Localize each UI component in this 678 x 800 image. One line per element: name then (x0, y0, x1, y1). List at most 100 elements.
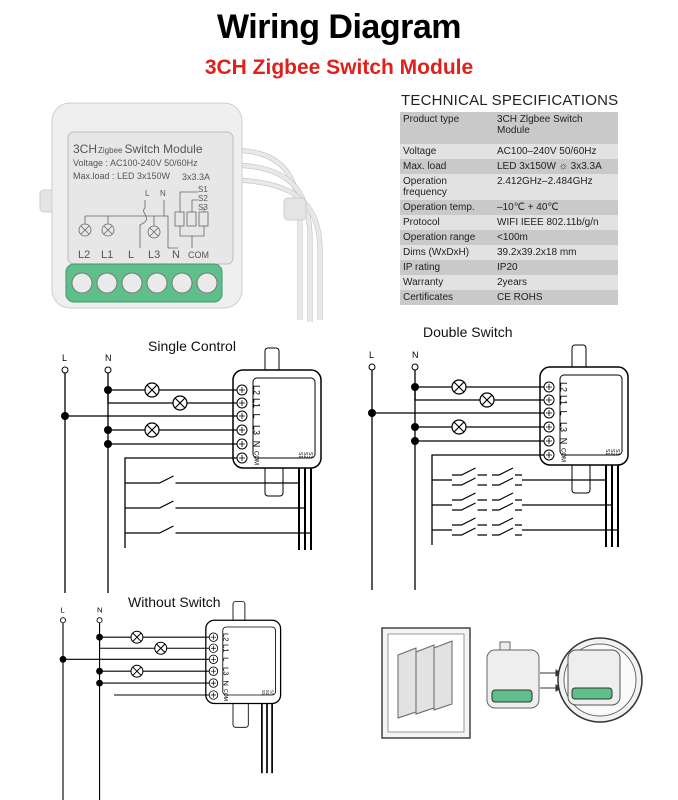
terminal-label: L1 (221, 644, 230, 653)
terminal-label: N (559, 438, 569, 445)
lamp-cross (453, 421, 465, 433)
module-voltage: Voltage : AC100-240V 50/60Hz (73, 158, 198, 168)
module-label-s3: S3 (198, 203, 208, 212)
screw-slot (546, 410, 552, 416)
switch-symbol (452, 527, 487, 536)
module-label-L-top: L (145, 189, 150, 198)
switch-mark: S1 (604, 449, 610, 455)
lamp-cross (156, 643, 166, 653)
wall-box (557, 637, 643, 723)
switch-symbol (452, 477, 487, 486)
terminal-label: L2 (221, 633, 230, 642)
lamp-cross (146, 424, 158, 436)
switch-mark: S3 (614, 449, 620, 455)
switch-symbol (492, 517, 522, 526)
without-switch-title: Without Switch (128, 594, 221, 610)
N-label: N (97, 606, 103, 615)
screw-slot (546, 384, 552, 390)
terminal-label: L (559, 410, 569, 415)
module-terminal-labels: L2 L1 L L3 N COM (78, 249, 209, 261)
spec-heading: TECHNICAL SPECIFICATIONS (401, 92, 619, 109)
switch-symbol (492, 477, 522, 486)
module-inner (559, 374, 623, 456)
screw-slot (210, 656, 217, 662)
spec-row: Operation range<100m (400, 230, 618, 245)
screw-slot (239, 413, 245, 419)
terminal-label: L2 (559, 382, 569, 392)
switch-symbol (145, 500, 190, 509)
lamp-cross (174, 397, 186, 409)
screw-slot (239, 441, 245, 447)
terminal-label: N (252, 441, 262, 448)
svg-text:N: N (172, 249, 180, 261)
mount-tab-right (283, 197, 307, 221)
wire-L1 (98, 637, 210, 649)
lamp-cross (132, 666, 142, 676)
terminal-label: L3 (252, 425, 262, 435)
terminal-screws (71, 272, 218, 294)
screw-slot (546, 424, 552, 430)
terminal-label: L2 (252, 385, 262, 395)
switch-mark: S1 (261, 690, 266, 696)
L-label: L (369, 350, 374, 360)
module-inner (252, 377, 316, 459)
page-subtitle: 3CH Zigbee Switch Module (204, 56, 474, 79)
module-inner (222, 626, 276, 696)
svg-text:L: L (128, 249, 134, 261)
switch-symbol (452, 502, 487, 511)
wire-COM (124, 457, 237, 548)
terminal-label: COM (559, 448, 565, 462)
screw-slot (210, 680, 217, 686)
small-module (486, 641, 540, 709)
terminal-label: L1 (559, 395, 569, 405)
screw-slot (210, 634, 217, 640)
terminal-label: L1 (252, 398, 262, 408)
screw-slot (210, 645, 217, 651)
L-label: L (62, 353, 67, 363)
double-switch-title: Double Switch (423, 324, 513, 340)
switch-symbol (492, 502, 522, 511)
switch-symbol (452, 467, 487, 476)
switch-mark: S1 (297, 452, 303, 458)
svg-text:L3: L3 (148, 249, 160, 261)
spec-row: Operation temp.–10℃ + 40℃ (400, 200, 618, 215)
screw-slot (239, 427, 245, 433)
terminal-label: L3 (559, 422, 569, 432)
switch-symbol (492, 467, 522, 476)
switch-symbol (452, 492, 487, 501)
switch-mark: S2 (265, 690, 270, 696)
module-schematic (78, 191, 209, 249)
switch-symbol (145, 525, 190, 534)
single-control-title: Single Control (148, 338, 236, 354)
wire-L1 (414, 387, 544, 401)
switch-mark: S3 (307, 452, 313, 458)
terminal-label: N (221, 680, 230, 686)
screw-slot (210, 668, 217, 674)
screw-slot (210, 692, 217, 698)
L-label: L (60, 606, 64, 615)
module-label-s2: S2 (198, 194, 208, 203)
terminal-label: COM (222, 689, 228, 701)
svg-text:COM: COM (188, 250, 209, 260)
lamp-cross (453, 381, 465, 393)
svg-text:L1: L1 (101, 249, 113, 261)
lamp-cross (146, 384, 158, 396)
N-label: N (105, 353, 112, 363)
module-max-load-b: 3x3.3A (182, 172, 210, 182)
svg-text:L2: L2 (78, 249, 90, 261)
screw-slot (546, 452, 552, 458)
lamp-cross (132, 632, 142, 642)
screw-slot (239, 400, 245, 406)
N-label: N (412, 350, 419, 360)
module-label-N-top: N (160, 189, 166, 198)
